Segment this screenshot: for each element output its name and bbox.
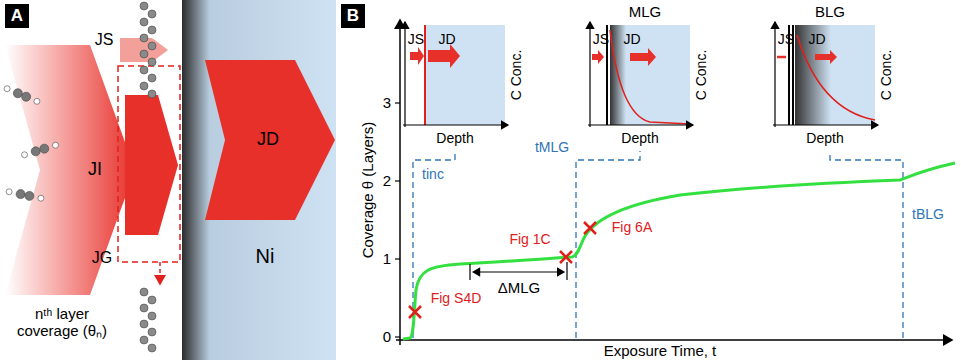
interval-label: ΔMLG [498,280,541,297]
flux-label: JD [438,32,455,47]
tick-label: 1 [383,251,391,268]
panel-label: A [5,4,29,28]
figure-ref: Fig 6A [612,220,652,235]
axis-title: Depth [806,131,843,146]
flux-label: JD [623,32,640,47]
tick-label: 2 [383,173,391,190]
axis-title: Depth [436,131,473,146]
inset-title: BLG [815,4,845,21]
flux-label: JD [808,32,825,47]
flux-label: JS [408,32,424,47]
figure-ref: Fig 1C [509,232,550,247]
axis-title: C Conc. [694,50,709,101]
tick-label: 3 [383,95,391,112]
figure-ref: Fig S4D [431,291,482,306]
node-text: Ni [256,245,275,268]
flux-label: JG [92,249,112,267]
axis-title: C Conc. [879,50,894,101]
flux-label: JS [593,32,609,47]
time-marker: tinc [422,167,444,182]
flux-label: JS [95,31,114,49]
tick-label: 0 [383,329,391,346]
metal-region: Ni [240,242,290,270]
node-text: A [11,6,23,26]
time-marker: tMLG [535,140,569,155]
axis-title: Exposure Time, t [604,343,717,360]
axis-title: Coverage θ (Layers) [360,122,377,259]
axis-title: Depth [621,131,658,146]
coverage-note: nᵗʰ layer coverage (θₙ) [6,306,118,339]
time-marker: tBLG [912,207,944,222]
flux-label: JD [257,130,279,150]
panel-label: B [341,4,365,28]
inset-title: MLG [629,4,662,21]
flux-label: JS [778,32,794,47]
flux-label: JI [88,160,102,180]
node-text: B [347,6,359,26]
axis-title: C Conc. [509,50,524,101]
